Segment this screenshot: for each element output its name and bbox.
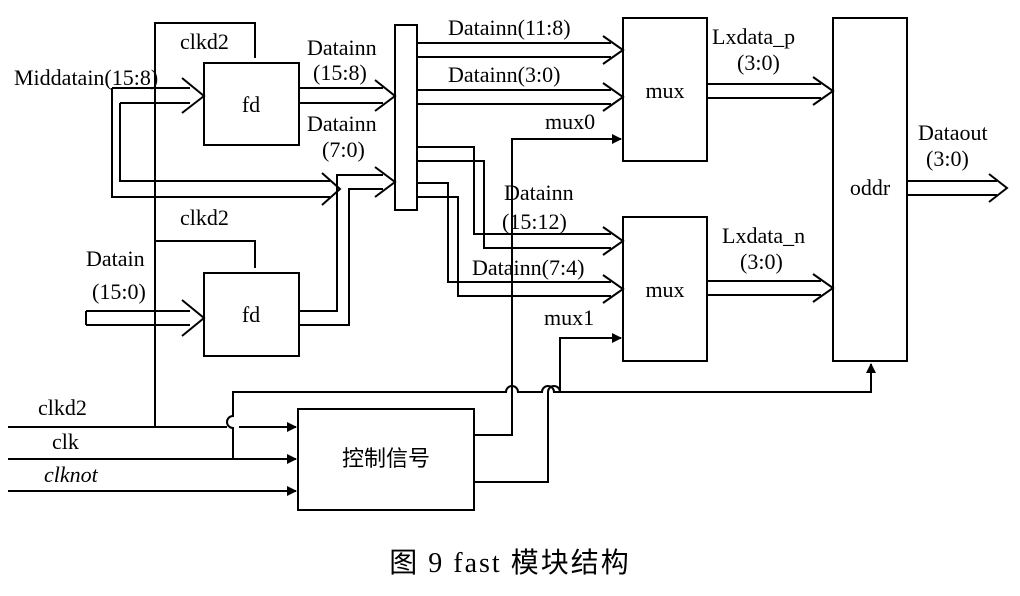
datain-bus: [85, 310, 190, 326]
mux-bottom-block: [622, 216, 708, 362]
control-label: 控制信号: [342, 446, 430, 471]
mux0-line: [474, 134, 622, 436]
oddr-block: [832, 17, 908, 362]
bus-11-8-arrow: [602, 35, 625, 65]
clkd2-trunk: [154, 22, 256, 427]
lxdata-p-label-1: Lxdata_p: [712, 24, 795, 49]
clk-input-label: clk: [52, 429, 79, 454]
datainn-3-0-label: Datainn(3:0): [448, 62, 560, 87]
figure-caption: 图 9 fast 模块结构: [389, 547, 630, 579]
datainn-11-8-label: Datainn(11:8): [448, 15, 571, 40]
lxdata-n-label-2: (3:0): [740, 249, 783, 274]
datainn-lo-label-2: (7:0): [322, 137, 365, 162]
datainn-15-12-label-1: Datainn: [504, 180, 574, 205]
splitter-block: [394, 24, 418, 211]
clkd2-top-label: clkd2: [180, 29, 229, 54]
mux-top-label: mux: [645, 78, 684, 103]
lxdata-n-bus: [707, 280, 821, 296]
clknot-input-label: clknot: [44, 462, 99, 487]
dataout-label-1: Dataout: [918, 120, 988, 145]
clkd2-branch: [155, 240, 256, 268]
fd-bottom-out-arrow: [374, 166, 397, 198]
bus-3-0: [417, 89, 611, 105]
lxdata-p-label-2: (3:0): [737, 50, 780, 75]
fd-top-out: [299, 87, 383, 104]
clkd2-input-label: clkd2: [38, 395, 87, 420]
control-block: [297, 408, 475, 511]
datain-label-1: Datain: [86, 246, 145, 271]
fd-top-label: fd: [242, 92, 260, 117]
mux0-label: mux0: [545, 109, 595, 134]
middatain-arrow-1: [181, 77, 206, 114]
mux-bottom-label: mux: [645, 277, 684, 302]
datainn-7-4-label: Datainn(7:4): [472, 255, 584, 280]
bus-7-4: [417, 182, 611, 297]
fd-bottom-out: [299, 174, 383, 326]
dataout-label-2: (3:0): [926, 146, 969, 171]
mux1-line: [474, 333, 622, 483]
datain-label-2: (15:0): [92, 279, 146, 304]
middatain-bus: [111, 87, 330, 198]
lxdata-n-label-1: Lxdata_n: [722, 223, 805, 248]
dataout-bus: [907, 180, 997, 196]
bus-7-4-arrow: [602, 274, 625, 304]
dataout-arrow: [988, 173, 1009, 203]
bus-3-0-arrow: [602, 82, 625, 112]
fd-top-out-arrow: [374, 79, 397, 112]
datainn-hi-label-2: (15:8): [313, 60, 367, 85]
mux1-label: mux1: [544, 305, 594, 330]
datainn-lo-label-1: Datainn: [307, 111, 377, 136]
fd-bottom-label: fd: [242, 302, 260, 327]
middatain-arrow-2: [321, 172, 342, 206]
oddr-label: oddr: [850, 175, 891, 200]
bus-15-12-arrow: [602, 226, 625, 256]
fd-top-block: [203, 62, 300, 146]
lxdata-p-arrow: [812, 76, 835, 106]
datainn-hi-label-1: Datainn: [307, 35, 377, 60]
datainn-15-12-label-2: (15:12): [502, 209, 567, 234]
lxdata-p-bus: [707, 83, 821, 99]
middatain-label: Middatain(15:8): [14, 65, 158, 90]
bus-15-12: [417, 146, 611, 249]
lxdata-n-arrow: [812, 273, 835, 303]
datain-arrow: [181, 299, 206, 337]
clkd2-mid-label: clkd2: [180, 205, 229, 230]
fd-bottom-block: [203, 272, 300, 357]
oddr-clk-line: [226, 363, 876, 459]
mux-top-block: [622, 17, 708, 162]
bus-11-8: [417, 42, 611, 58]
